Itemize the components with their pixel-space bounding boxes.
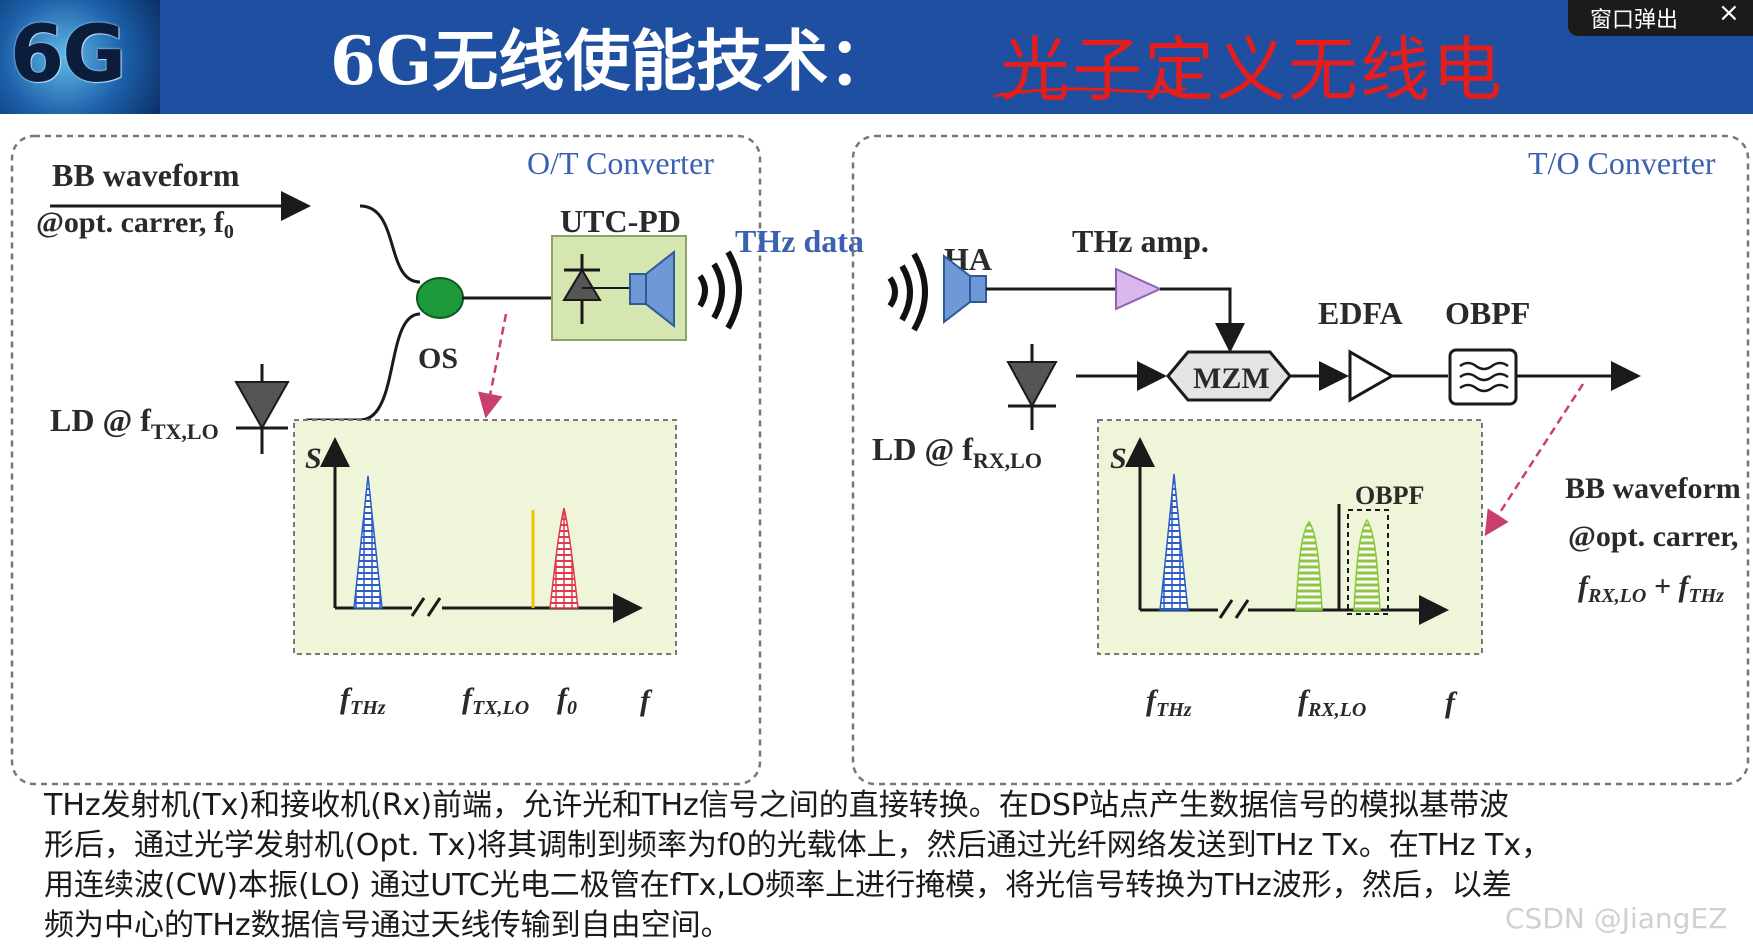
optical-splitter-icon — [416, 277, 464, 319]
thz-data-label: THz data — [735, 223, 864, 259]
caption-line: 用连续波(CW)本振(LO) 通过UTC光电二极管在fTx,LO频率上进行掩模，… — [44, 868, 1512, 903]
rx-horn-antenna-icon — [943, 253, 987, 325]
ot-ld-label: LD @ fTX,LO — [50, 402, 219, 444]
to-laser-diode-icon — [1006, 344, 1058, 430]
ot-converter-frame — [10, 134, 762, 786]
ot-tick-f0: f0 — [557, 682, 577, 719]
edfa-amplifier-icon — [1348, 349, 1396, 403]
caption-line: 形后，通过光学发射机(Opt. Tx)将其调制到频率为f0的光载体上，然后通过光… — [44, 828, 1552, 863]
to-obpf-window — [1347, 509, 1389, 615]
obpf-filter-icon — [1448, 348, 1518, 406]
ot-f0-peak — [549, 507, 579, 609]
photodiode-icon — [562, 254, 630, 324]
caption-line: THz发射机(Tx)和接收机(Rx)前端，允许光和THz信号之间的直接转换。在D… — [44, 788, 1509, 823]
obpf-label: OBPF — [1445, 295, 1530, 331]
to-spectrum-s-label: S — [1110, 442, 1127, 475]
to-bb-waveform-label: BB waveform — [1565, 472, 1741, 505]
to-spectrum-obpf-label: OBPF — [1355, 481, 1424, 510]
logo-text: 6G — [10, 10, 126, 100]
thz-amplifier-icon — [1115, 267, 1163, 311]
ot-spectrum-s-label: S — [305, 442, 322, 475]
to-spectrum-inset — [1097, 419, 1483, 655]
ot-fiber-bottom — [306, 312, 421, 422]
window-popup-bar[interactable]: 窗口弹出 × — [1568, 0, 1753, 36]
ot-laser-diode-icon — [234, 364, 290, 454]
to-output-frequency-label: fRX,LO + fTHz — [1578, 570, 1724, 607]
to-spectrum-pointer — [1484, 383, 1585, 537]
ot-bb-waveform-label: BB waveform — [52, 157, 240, 193]
utc-pd-label: UTC-PD — [560, 203, 681, 239]
to-lower-sideband-peak — [1295, 520, 1323, 611]
to-converter-title: T/O Converter — [1528, 145, 1716, 181]
ot-axis-break — [410, 597, 442, 617]
to-opt-carrier-label: @opt. carrer, — [1568, 520, 1738, 553]
tx-wave-icon — [697, 250, 742, 330]
close-icon[interactable]: × — [1718, 0, 1740, 28]
to-ld-label: LD @ fRX,LO — [872, 431, 1042, 473]
os-label: OS — [418, 342, 458, 375]
tx-horn-antenna-icon — [629, 249, 675, 329]
header-bar: 6G 6G无线使能技术： 光子定义无线电 — [0, 0, 1753, 114]
ot-opt-carrier-label: @opt. carrer, f0 — [36, 206, 234, 243]
thz-amp-label: THz amp. — [1072, 223, 1209, 259]
popup-window-button[interactable]: 窗口弹出 — [1590, 8, 1679, 33]
converter-diagram: O/T Converter BB waveform @opt. carrer, … — [10, 134, 1750, 786]
caption-line: 频为中心的THz数据信号通过天线传输到自由空间。 — [44, 908, 731, 943]
to-thz-peak — [1159, 473, 1189, 611]
slide-title: 6G无线使能技术： — [330, 22, 895, 100]
edfa-label: EDFA — [1318, 295, 1403, 331]
to-upper-sideband-peak — [1353, 518, 1381, 611]
ot-fiber-top — [359, 204, 421, 284]
mzm-label: MZM — [1193, 362, 1270, 395]
ot-thz-peak — [353, 475, 383, 609]
slide-title-highlight: 光子定义无线电 — [1000, 29, 1504, 111]
to-spectrum-f-label: f — [1445, 686, 1458, 719]
caption-text: THz发射机(Tx)和接收机(Rx)前端，允许光和THz信号之间的直接转换。在D… — [44, 786, 1734, 946]
to-tick-fthz: fTHz — [1146, 684, 1192, 721]
handwritten-underline — [993, 86, 1187, 98]
ot-spectrum-inset — [293, 419, 677, 655]
ot-spectrum-pointer — [478, 313, 508, 419]
rx-wave-icon — [887, 252, 928, 332]
ot-tick-fthz: fTHz — [340, 682, 386, 719]
ot-converter: O/T Converter BB waveform @opt. carrer, … — [10, 134, 762, 786]
to-converter-frame — [851, 134, 1750, 786]
watermark: CSDN @JiangEZ — [1505, 902, 1728, 935]
to-amp-to-mzm-arrow — [1160, 287, 1245, 353]
ot-spectrum-f-label: f — [640, 684, 653, 717]
to-tick-frxlo: fRX,LO — [1298, 684, 1366, 721]
to-converter: T/O Converter HA THz amp. LD @ fRX,LO MZ… — [851, 134, 1750, 786]
6g-logo: 6G — [0, 0, 160, 114]
ot-tick-ftxlo: fTX,LO — [462, 682, 529, 719]
ot-converter-title: O/T Converter — [527, 145, 714, 181]
to-axis-break — [1218, 599, 1250, 619]
